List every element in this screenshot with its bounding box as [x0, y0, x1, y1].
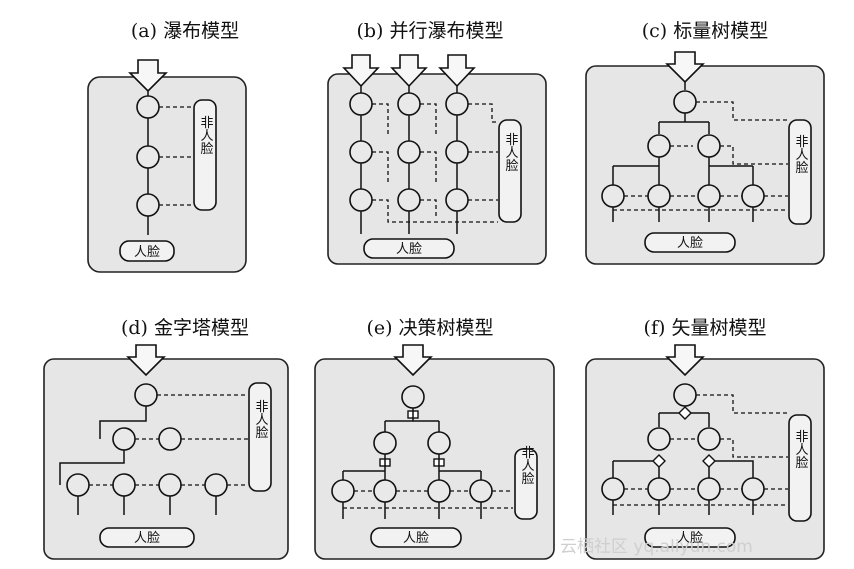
panel-d-diagram: 非人脸 人脸	[43, 344, 289, 560]
nonface-box	[788, 119, 812, 225]
panel-b-box	[327, 73, 547, 265]
face-box	[119, 240, 175, 262]
nonface-label: 非人脸	[253, 400, 269, 440]
panel-c-diagram: 非人脸 人脸	[585, 51, 825, 265]
watermark: 云栖社区 yq.aliyun.com	[560, 537, 753, 557]
nonface-label: 非人脸	[503, 133, 519, 173]
face-label: 人脸	[403, 531, 429, 546]
face-box	[644, 232, 736, 253]
stage-node	[136, 193, 160, 217]
panel-a-title: (a) 瀑布模型	[130, 20, 240, 42]
vector-gate	[678, 406, 692, 420]
nonface-box	[514, 448, 538, 520]
input-arrow	[342, 54, 380, 88]
panel-c-box	[585, 65, 825, 265]
nonface-box	[193, 99, 217, 211]
nonface-label: 非人脸	[793, 135, 809, 175]
face-label: 人脸	[677, 236, 703, 251]
nonface-label: 非人脸	[198, 116, 214, 156]
panel-f-title: (f) 矢量树模型	[643, 317, 767, 339]
stage-node-grid	[349, 92, 469, 212]
panel-d-box	[43, 358, 289, 560]
nonface-box	[248, 382, 272, 492]
panel-c-title: (c) 标量树模型	[641, 20, 769, 42]
input-arrow	[393, 344, 433, 377]
panel-f-diagram: 非人脸 人脸	[585, 344, 825, 560]
input-arrow	[665, 51, 705, 84]
nonface-label: 非人脸	[793, 430, 809, 470]
stage-node	[136, 145, 160, 169]
nonface-label: 非人脸	[519, 446, 535, 486]
input-arrow	[438, 54, 476, 88]
face-label: 人脸	[677, 531, 703, 546]
face-box	[644, 527, 736, 548]
panel-b-diagram: 非人脸 人脸	[327, 54, 547, 265]
nonface-box	[498, 119, 522, 223]
nonface-box	[788, 414, 812, 522]
panel-e-diagram: 非人脸 人脸	[314, 344, 555, 560]
face-box	[370, 527, 462, 548]
face-label: 人脸	[134, 245, 160, 260]
panel-d-title: (d) 金字塔模型	[120, 317, 250, 339]
input-arrow	[128, 59, 168, 93]
face-label: 人脸	[396, 242, 422, 257]
face-box	[99, 527, 195, 548]
panel-e-title: (e) 决策树模型	[366, 317, 494, 339]
face-label: 人脸	[134, 531, 160, 546]
input-arrow	[665, 344, 705, 377]
input-arrow	[126, 344, 166, 377]
panel-a-diagram: 非人脸 人脸	[87, 59, 247, 273]
stage-node	[136, 95, 160, 119]
panel-b-title: (b) 并行瀑布模型	[356, 20, 504, 42]
input-arrow	[390, 54, 428, 88]
face-box	[363, 238, 455, 259]
